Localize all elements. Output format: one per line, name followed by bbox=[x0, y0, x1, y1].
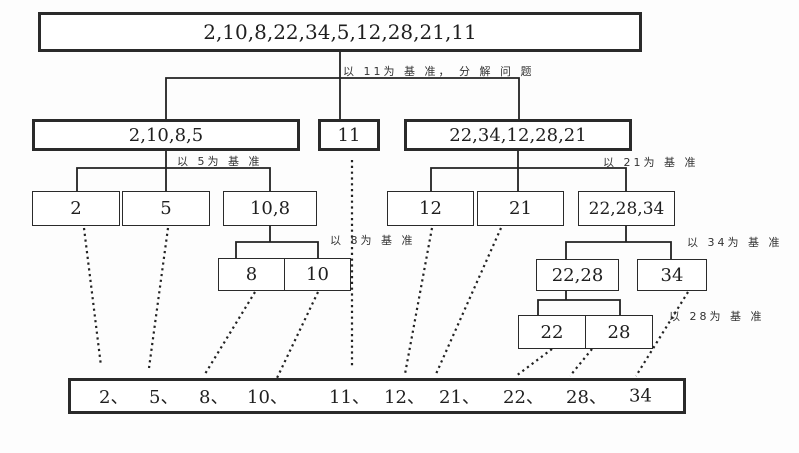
node-22-28-box: 22,28 bbox=[536, 259, 619, 291]
pivot-note-8: 以 8为 基 准 bbox=[330, 234, 416, 247]
node-5-box: 5 bbox=[122, 191, 210, 226]
node-22-28-34-label: 22,28,34 bbox=[588, 198, 665, 219]
left-partition-box: 2,10,8,5 bbox=[32, 119, 300, 151]
pivot-11-label: 11 bbox=[337, 124, 361, 146]
node-21-label: 21 bbox=[509, 198, 532, 219]
node-28-label: 28 bbox=[607, 321, 631, 343]
result-item: 21、 bbox=[439, 387, 480, 408]
node-28-box: 28 bbox=[585, 315, 653, 349]
root-array-box: 2,10,8,22,34,5,12,28,21,11 bbox=[38, 12, 642, 52]
pivot-note-21: 以 21为 基 准 bbox=[603, 156, 699, 169]
right-partition-label: 22,34,12,28,21 bbox=[449, 124, 587, 146]
result-item: 28、 bbox=[566, 387, 607, 408]
node-5-label: 5 bbox=[160, 198, 172, 219]
pivot-note-28: 以 28为 基 准 bbox=[669, 310, 765, 323]
connector-level1 bbox=[165, 77, 520, 119]
result-item: 11、 bbox=[329, 387, 370, 408]
dotted-line-28 bbox=[569, 348, 593, 377]
node-2-box: 2 bbox=[32, 191, 120, 226]
node-8-label: 8 bbox=[245, 264, 258, 285]
connector-level4 bbox=[537, 299, 621, 315]
node-10-box: 10 bbox=[284, 258, 351, 291]
sorted-result-box: 2、 5、 8、 10、 11、 12、 21、 22、 28、 34 bbox=[68, 378, 686, 414]
result-item: 34 bbox=[629, 385, 652, 407]
dotted-line-8 bbox=[204, 291, 256, 375]
connector-level2-left bbox=[76, 167, 271, 191]
node-22-28-34-box: 22,28,34 bbox=[578, 191, 675, 226]
node-10-8-label: 10,8 bbox=[249, 198, 291, 219]
node-10-label: 10 bbox=[306, 264, 329, 285]
root-array-label: 2,10,8,22,34,5,12,28,21,11 bbox=[203, 20, 477, 44]
result-item: 8、 bbox=[199, 387, 229, 408]
node-2-label: 2 bbox=[70, 198, 82, 219]
connector-level3-left bbox=[235, 241, 319, 258]
node-8-box: 8 bbox=[218, 258, 285, 291]
result-item: 2、 bbox=[99, 387, 129, 408]
result-item: 10、 bbox=[247, 387, 288, 408]
dotted-line-2 bbox=[82, 227, 103, 367]
dotted-line-34 bbox=[635, 291, 689, 377]
pivot-note-34: 以 34为 基 准 bbox=[687, 236, 783, 249]
node-21-box: 21 bbox=[477, 191, 564, 226]
dotted-line-21 bbox=[434, 227, 503, 375]
node-12-box: 12 bbox=[387, 191, 474, 226]
dotted-line-5 bbox=[147, 227, 170, 369]
node-22-label: 22 bbox=[540, 321, 564, 343]
pivot-note-5: 以 5为 基 准 bbox=[177, 155, 263, 168]
connector-level3-right bbox=[565, 241, 672, 259]
result-item: 12、 bbox=[384, 387, 425, 408]
node-12-label: 12 bbox=[419, 198, 442, 219]
result-item: 22、 bbox=[503, 387, 544, 408]
node-10-8-box: 10,8 bbox=[223, 191, 317, 226]
pivot-note-11: 以 11为 基 准， 分 解 问 题 bbox=[343, 65, 535, 78]
left-partition-label: 2,10,8,5 bbox=[128, 124, 204, 146]
node-34-box: 34 bbox=[637, 259, 707, 291]
pivot-11-box: 11 bbox=[318, 119, 380, 151]
dotted-line-22 bbox=[515, 348, 553, 377]
dotted-line-12 bbox=[403, 227, 434, 375]
dotted-line-10 bbox=[276, 291, 319, 379]
connector-level2-right bbox=[430, 167, 627, 191]
node-22-box: 22 bbox=[518, 315, 586, 349]
node-34-label: 34 bbox=[660, 264, 684, 286]
node-22-28-label: 22,28 bbox=[551, 264, 604, 286]
result-item: 5、 bbox=[149, 387, 179, 408]
right-partition-box: 22,34,12,28,21 bbox=[404, 119, 632, 151]
